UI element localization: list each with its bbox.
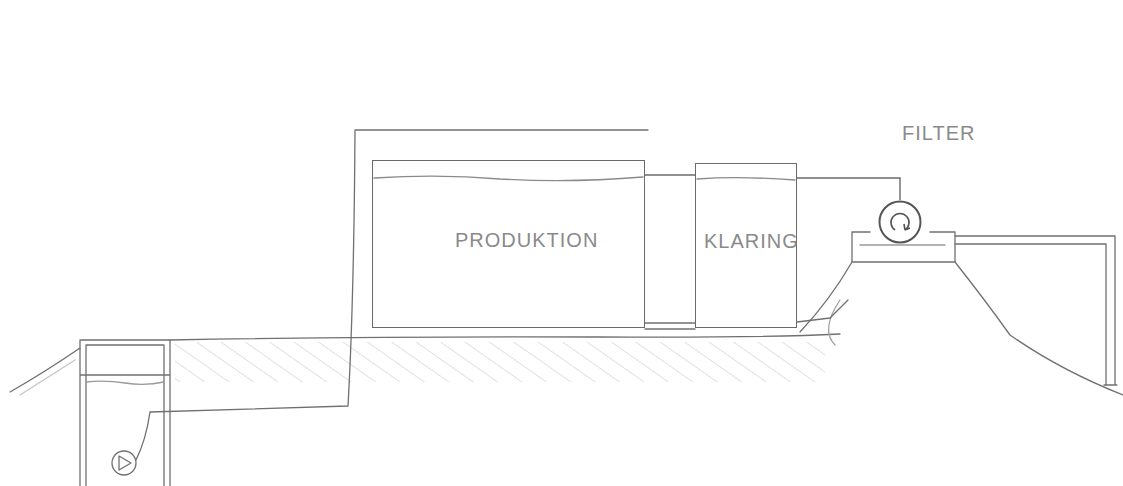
node-label: PRODUKTION (455, 229, 598, 252)
filter-circle (880, 202, 921, 243)
filter-drum: FILTER (878, 200, 922, 244)
ground-hatch (20, 360, 75, 395)
ground-hatch (175, 342, 825, 382)
water-line (697, 178, 795, 180)
tank-box: KLARING (695, 163, 797, 328)
filter-stand (852, 232, 955, 262)
filter-outline (878, 200, 922, 244)
tank-box: PRODUKTION (372, 160, 645, 328)
ground-line (10, 348, 80, 392)
water-line (374, 176, 643, 180)
bottom-pipe (645, 300, 848, 329)
feed-pipe (136, 130, 648, 460)
mound (829, 300, 840, 345)
pump-symbol (119, 456, 131, 470)
pipe-connector (645, 174, 695, 175)
outlet-pipe (955, 236, 1117, 385)
node-label: FILTER (902, 122, 975, 145)
filter-stand (860, 244, 945, 245)
pipe-connector (797, 178, 900, 200)
mound (800, 262, 1123, 395)
pump-pit (80, 340, 170, 486)
node-label: KLARING (704, 230, 799, 253)
rotation-arrow (891, 214, 910, 230)
water-line (86, 381, 164, 384)
ground-line (170, 334, 840, 340)
pump-symbol (112, 451, 136, 475)
